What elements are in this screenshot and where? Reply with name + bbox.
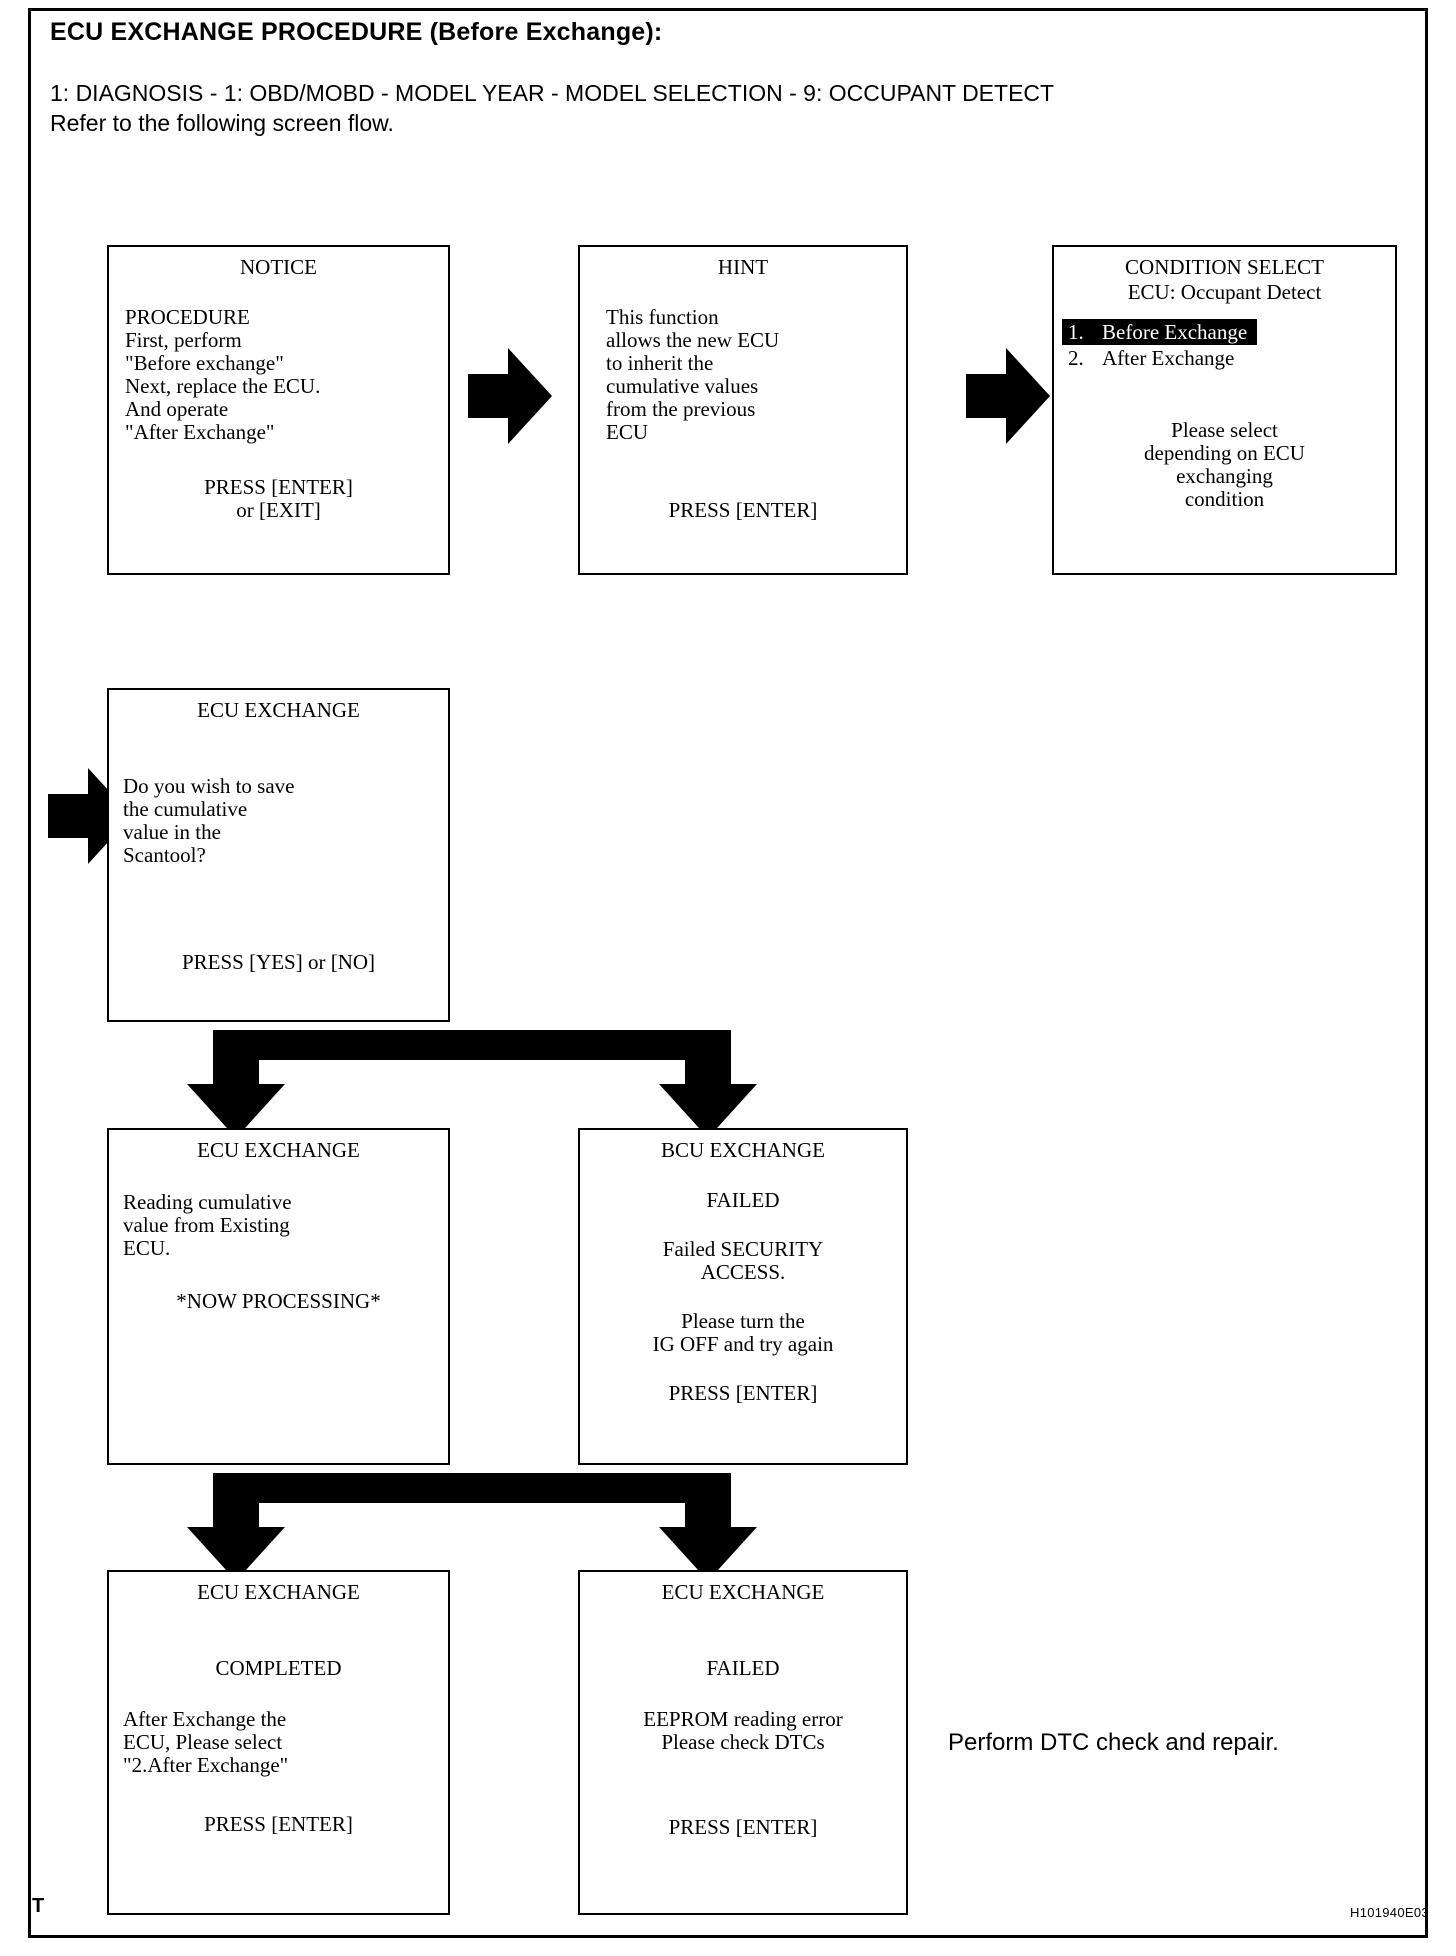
screen-failed-security-footer: PRESS [ENTER] — [580, 1382, 906, 1405]
flow-arrow-into-ecu-exchange-prompt — [48, 768, 132, 864]
condition-select-menu: 1. Before Exchange 2. After Exchange — [1054, 319, 1395, 371]
prompt-line-4: Scantool? — [123, 843, 206, 867]
screen-notice-title: NOTICE — [240, 255, 317, 279]
menu-item-label: After Exchange — [1102, 346, 1235, 370]
failed-eeprom-status: FAILED — [706, 1656, 780, 1680]
navigation-path-line: 1: DIAGNOSIS - 1: OBD/MOBD - MODEL YEAR … — [50, 80, 1055, 106]
menu-item-number: 1. — [1068, 320, 1084, 344]
screen-failed-eeprom-body: EEPROM reading error Please check DTCs — [580, 1708, 906, 1754]
hint-line-3: to inherit the — [606, 351, 714, 375]
flow-arrow-hint-to-condition — [966, 348, 1050, 444]
processing-line-2: value from Existing — [123, 1213, 290, 1237]
completed-line-2: ECU, Please select — [123, 1730, 283, 1754]
notice-line-2: First, perform — [125, 328, 242, 352]
screen-completed-body: After Exchange the ECU, Please select "2… — [123, 1708, 448, 1777]
menu-item-before-exchange[interactable]: 1. Before Exchange — [1062, 319, 1258, 345]
notice-line-5: And operate — [125, 397, 229, 421]
screen-hint-title: HINT — [717, 255, 769, 279]
instruction-line: Refer to the following screen flow. — [50, 110, 394, 136]
prompt-line-1: Do you wish to save — [123, 774, 295, 798]
screen-failed-eeprom-title: ECU EXCHANGE — [661, 1580, 825, 1604]
prompt-line-2: the cumulative — [123, 797, 248, 821]
screen-hint-body: This function allows the new ECU to inhe… — [606, 306, 906, 444]
page-title: ECU EXCHANGE PROCEDURE (Before Exchange)… — [50, 18, 663, 46]
screen-completed-status: COMPLETED — [109, 1657, 448, 1680]
failed-security-line-2: ACCESS. — [700, 1260, 786, 1284]
hint-line-1: This function — [606, 305, 719, 329]
processing-line-3: ECU. — [123, 1236, 171, 1260]
screen-notice-body: PROCEDURE First, perform "Before exchang… — [125, 306, 448, 444]
screen-ecu-exchange-prompt-footer: PRESS [YES] or [NO] — [109, 951, 448, 974]
screen-condition-select-footer: Please select depending on ECU exchangin… — [1054, 419, 1395, 511]
menu-item-label: Before Exchange — [1102, 320, 1248, 344]
flow-branch-arrow-after-prompt — [187, 1030, 757, 1138]
failed-security-status: FAILED — [706, 1188, 780, 1212]
screen-ecu-exchange-failed-eeprom: ECU EXCHANGE FAILED EEPROM reading error… — [578, 1570, 908, 1915]
notice-line-3: "Before exchange" — [125, 351, 284, 375]
failed-security-footer-1: PRESS [ENTER] — [668, 1381, 818, 1405]
failed-security-advice-2: IG OFF and try again — [652, 1332, 834, 1356]
condition-footer-line-4: condition — [1184, 487, 1265, 511]
page-border — [28, 8, 1428, 1938]
hint-line-5: from the previous — [606, 397, 756, 421]
hint-line-4: cumulative values — [606, 374, 759, 398]
screen-ecu-exchange-processing-body: Reading cumulative value from Existing E… — [123, 1191, 448, 1260]
failed-security-advice-1: Please turn the — [681, 1309, 805, 1333]
page-corner-mark: T — [32, 1895, 45, 1917]
notice-line-4: Next, replace the ECU. — [125, 374, 321, 398]
screen-ecu-exchange-processing: ECU EXCHANGE Reading cumulative value fr… — [107, 1128, 450, 1465]
prompt-footer-line-1: PRESS [YES] or [NO] — [181, 950, 376, 974]
completed-footer-1: PRESS [ENTER] — [204, 1812, 353, 1836]
hint-line-2: allows the new ECU — [606, 328, 780, 352]
notice-footer-line-1: PRESS [ENTER] — [204, 475, 353, 499]
screen-notice: NOTICE PROCEDURE First, perform "Before … — [107, 245, 450, 575]
flow-branch-arrow-after-processing — [187, 1473, 757, 1581]
screen-failed-security-status: FAILED — [580, 1189, 906, 1212]
processing-line-1: Reading cumulative — [123, 1190, 292, 1214]
completed-line-1: After Exchange the — [123, 1707, 287, 1731]
screen-ecu-exchange-failed-security: BCU EXCHANGE FAILED Failed SECURITY ACCE… — [578, 1128, 908, 1465]
screen-failed-eeprom-status: FAILED — [580, 1657, 906, 1680]
menu-item-number: 2. — [1068, 346, 1084, 370]
screen-completed-footer: PRESS [ENTER] — [109, 1813, 448, 1836]
screen-ecu-exchange-prompt-body: Do you wish to save the cumulative value… — [123, 775, 448, 867]
failed-eeprom-line-2: Please check DTCs — [661, 1730, 825, 1754]
condition-footer-line-1: Please select — [1171, 418, 1278, 442]
screen-failed-security-body: Failed SECURITY ACCESS. — [580, 1238, 906, 1284]
notice-line-6: "After Exchange" — [125, 420, 275, 444]
failed-eeprom-line-1: EEPROM reading error — [643, 1707, 843, 1731]
screen-failed-eeprom-footer: PRESS [ENTER] — [580, 1816, 906, 1839]
condition-footer-line-3: exchanging — [1176, 464, 1273, 488]
document-code: H101940E03 — [1350, 1905, 1429, 1920]
dtc-check-note: Perform DTC check and repair. — [948, 1729, 1279, 1756]
failed-security-line-1: Failed SECURITY — [662, 1237, 824, 1261]
failed-eeprom-footer-1: PRESS [ENTER] — [668, 1815, 818, 1839]
screen-failed-security-title: BCU EXCHANGE — [661, 1138, 825, 1162]
notice-footer-line-2: or [EXIT] — [236, 498, 321, 522]
condition-footer-line-2: depending on ECU — [1144, 441, 1305, 465]
processing-status-line: *NOW PROCESSING* — [176, 1289, 381, 1313]
screen-ecu-exchange-prompt: ECU EXCHANGE Do you wish to save the cum… — [107, 688, 450, 1022]
screen-completed-title: ECU EXCHANGE — [197, 1580, 360, 1604]
screen-hint: HINT This function allows the new ECU to… — [578, 245, 908, 575]
screen-ecu-exchange-processing-title: ECU EXCHANGE — [197, 1138, 360, 1162]
screen-ecu-exchange-processing-status: *NOW PROCESSING* — [109, 1290, 448, 1313]
screen-ecu-exchange-prompt-title: ECU EXCHANGE — [197, 698, 360, 722]
hint-line-6: ECU — [606, 420, 648, 444]
flow-arrow-notice-to-hint — [468, 348, 552, 444]
screen-failed-security-advice: Please turn the IG OFF and try again — [580, 1310, 906, 1356]
screen-condition-select-title: CONDITION SELECT — [1125, 255, 1324, 279]
notice-line-1: PROCEDURE — [125, 305, 250, 329]
completed-status: COMPLETED — [215, 1656, 342, 1680]
menu-item-after-exchange[interactable]: 2. After Exchange — [1062, 345, 1395, 371]
screen-ecu-exchange-completed: ECU EXCHANGE COMPLETED After Exchange th… — [107, 1570, 450, 1915]
screen-hint-footer: PRESS [ENTER] — [580, 499, 906, 522]
completed-line-3: "2.After Exchange" — [123, 1753, 289, 1777]
screen-condition-select-subtitle: ECU: Occupant Detect — [1127, 280, 1322, 304]
screen-condition-select: CONDITION SELECT ECU: Occupant Detect 1.… — [1052, 245, 1397, 575]
prompt-line-3: value in the — [123, 820, 221, 844]
screen-notice-footer: PRESS [ENTER] or [EXIT] — [109, 476, 448, 522]
hint-footer-line-1: PRESS [ENTER] — [668, 498, 818, 522]
